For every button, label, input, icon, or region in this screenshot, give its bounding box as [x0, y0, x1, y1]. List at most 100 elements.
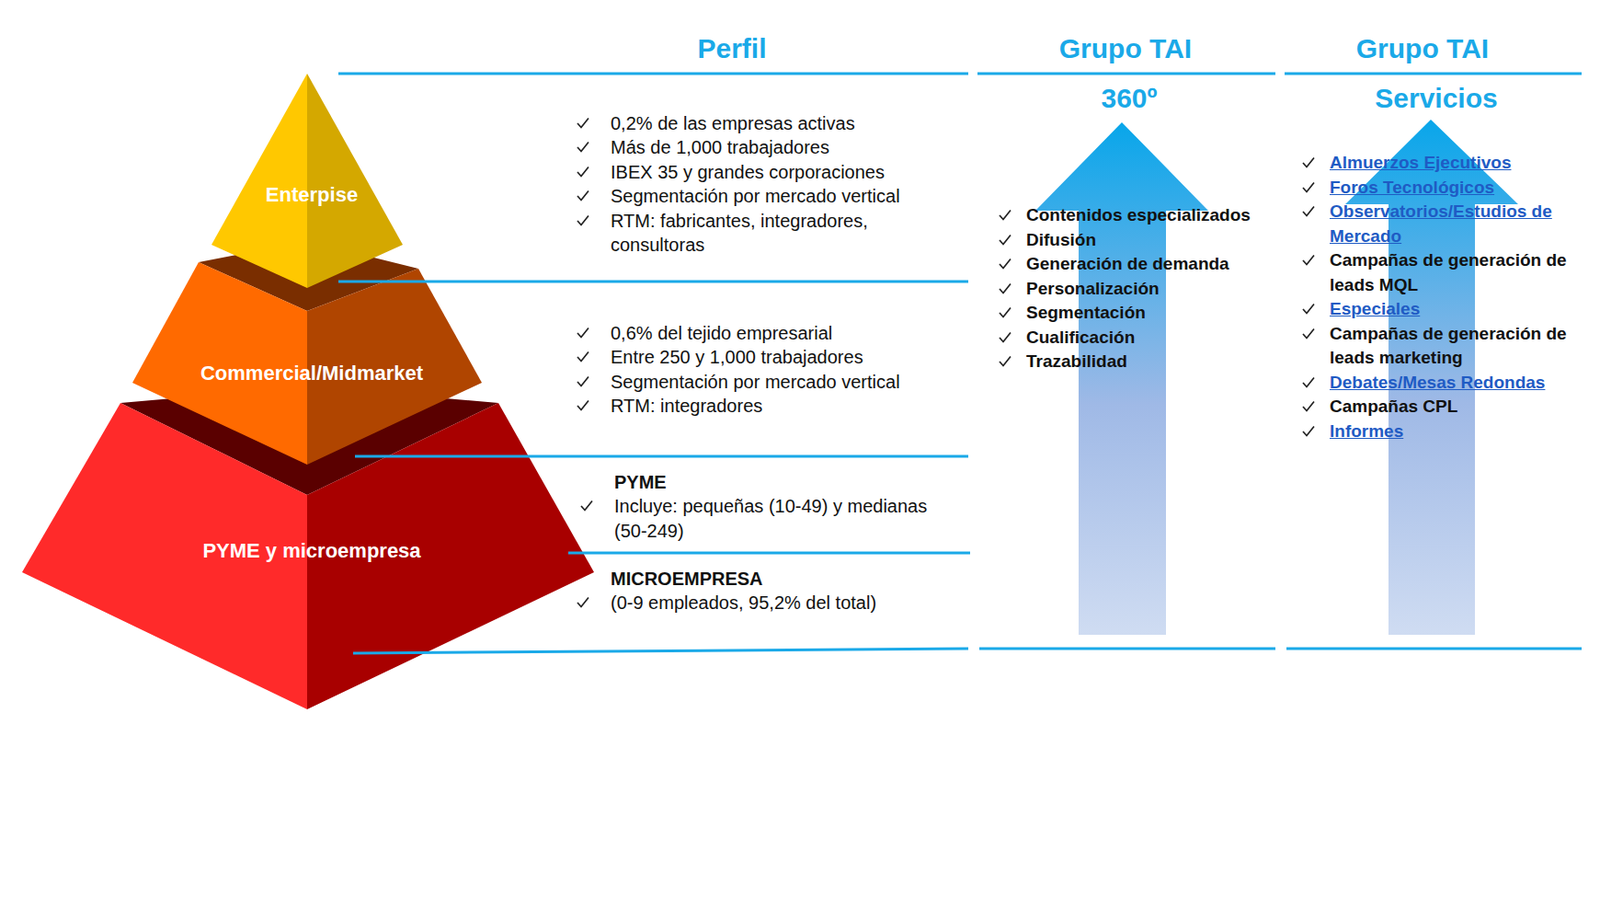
check-mark — [997, 207, 1013, 223]
service-link: Informes — [1329, 419, 1571, 445]
check-stroke — [999, 234, 1011, 244]
pyramid-tier: Enterpise — [219, 182, 404, 207]
check-stroke — [577, 376, 589, 386]
list-item: Campañas de generación de leads MQL — [1329, 248, 1571, 298]
arrow-column: 360ºContenidos especializadosDifusiónGen… — [977, 79, 1281, 650]
check-mark — [575, 213, 591, 229]
list-row: Debates/Mesas Redondas — [1301, 370, 1571, 396]
check-stroke — [999, 283, 1011, 293]
list-item: Personalización — [1026, 276, 1275, 302]
profile-item: Segmentación por mercado vertical — [610, 369, 942, 394]
service-link: Especiales — [1329, 297, 1571, 322]
check-mark — [997, 305, 1013, 320]
check-mark — [1301, 252, 1316, 268]
column-heading: 360º — [977, 82, 1281, 115]
list-row: Campañas de generación de leads marketin… — [1301, 321, 1571, 371]
list-row: Informes — [1301, 419, 1571, 445]
check-stroke — [999, 210, 1011, 220]
profile-item: 0,2% de las empresas activas — [610, 111, 924, 136]
tier-face — [211, 73, 308, 288]
check-mark — [1301, 155, 1316, 171]
check-stroke — [1302, 206, 1315, 217]
check-mark — [997, 330, 1013, 345]
list-item: Campañas CPL — [1329, 394, 1571, 420]
pyramid-tier: PYME y microempresa — [155, 538, 469, 563]
list-item: Cualificación — [1026, 325, 1275, 351]
list-row: RTM: integradores — [575, 393, 942, 418]
check-mark — [575, 349, 591, 365]
service-link: Foros Tecnológicos — [1329, 175, 1571, 201]
segment-heading: PYME — [579, 469, 960, 494]
check-mark — [579, 498, 595, 514]
check-mark — [1301, 180, 1316, 195]
list-item: Difusión — [1026, 228, 1275, 253]
profile-item: Más de 1,000 trabajadores — [610, 135, 924, 160]
list-row: Segmentación — [997, 300, 1275, 326]
check-mark — [575, 139, 591, 155]
profile-list: 0,6% del tejido empresarialEntre 250 y 1… — [575, 320, 942, 419]
rule-lines — [338, 73, 1582, 653]
check-mark — [1301, 399, 1316, 414]
tier-face — [307, 73, 403, 288]
list-row: Trazabilidad — [997, 349, 1275, 375]
profile-item: Segmentación por mercado vertical — [610, 183, 924, 208]
list-item: Generación de demanda — [1026, 251, 1275, 277]
check-stroke — [1302, 425, 1315, 435]
arrow-shape — [1035, 122, 1209, 635]
service-link: Almuerzos Ejecutivos — [1329, 150, 1571, 176]
check-stroke — [1302, 328, 1315, 338]
tier-label: Enterpise — [219, 182, 404, 207]
list-row: Segmentación por mercado vertical — [575, 369, 942, 394]
profile-list: PYMEIncluye: pequeñas (10-49) y medianas… — [579, 469, 960, 543]
check-mark — [997, 281, 1013, 297]
check-stroke — [577, 352, 589, 362]
check-mark — [1301, 423, 1316, 439]
profile-list: MICROEMPRESA(0-9 empleados, 95,2% del to… — [575, 566, 956, 616]
column-heading: Grupo TAI — [987, 33, 1264, 65]
up-arrow — [977, 79, 1281, 650]
tier-label: PYME y microempresa — [155, 538, 469, 563]
check-mark — [997, 354, 1013, 369]
list-item: Contenidos especializados — [1026, 203, 1275, 229]
list-row: Campañas de generación de leads MQL — [1301, 248, 1571, 298]
profile-item: RTM: integradores — [610, 393, 942, 418]
check-stroke — [1302, 401, 1315, 412]
check-stroke — [1302, 377, 1315, 387]
list-row: Personalización — [997, 276, 1275, 302]
list-row: RTM: fabricantes, integradores, consulto… — [575, 208, 924, 258]
check-stroke — [577, 328, 589, 338]
check-mark — [997, 232, 1013, 248]
profile-item: IBEX 35 y grandes corporaciones — [610, 160, 924, 184]
list-row: Foros Tecnológicos — [1301, 175, 1571, 201]
tier-label: Commercial/Midmarket — [173, 361, 450, 386]
check-stroke — [577, 166, 589, 176]
check-mark — [575, 188, 591, 204]
check-mark — [575, 374, 591, 389]
list-row: Segmentación por mercado vertical — [575, 183, 924, 208]
list-row: Más de 1,000 trabajadores — [575, 135, 924, 160]
arrow-column: ServiciosAlmuerzos EjecutivosForos Tecno… — [1284, 79, 1589, 650]
list-row: IBEX 35 y grandes corporaciones — [575, 160, 924, 184]
check-stroke — [577, 215, 589, 225]
list-item: Trazabilidad — [1026, 349, 1275, 375]
item-list: Contenidos especializadosDifusiónGenerac… — [997, 203, 1275, 375]
list-item: Campañas de generación de leads marketin… — [1329, 321, 1571, 371]
check-stroke — [577, 142, 589, 152]
column-heading: Perfil — [594, 33, 870, 65]
check-stroke — [999, 356, 1011, 366]
list-row: Incluye: pequeñas (10-49) y medianas (50… — [579, 493, 960, 543]
check-stroke — [577, 191, 589, 201]
list-row: Generación de demanda — [997, 251, 1275, 277]
check-stroke — [1302, 255, 1315, 265]
check-mark — [575, 325, 591, 341]
check-mark — [1301, 375, 1316, 390]
check-mark — [575, 115, 591, 131]
column-heading: Servicios — [1284, 82, 1589, 115]
item-list: Almuerzos EjecutivosForos TecnológicosOb… — [1301, 150, 1571, 444]
pyramid-tier: Commercial/Midmarket — [173, 361, 450, 386]
profile-item: Incluye: pequeñas (10-49) y medianas (50… — [614, 493, 960, 543]
check-stroke — [577, 597, 589, 607]
check-mark — [575, 594, 591, 610]
check-mark — [1301, 301, 1316, 317]
check-stroke — [581, 501, 593, 511]
